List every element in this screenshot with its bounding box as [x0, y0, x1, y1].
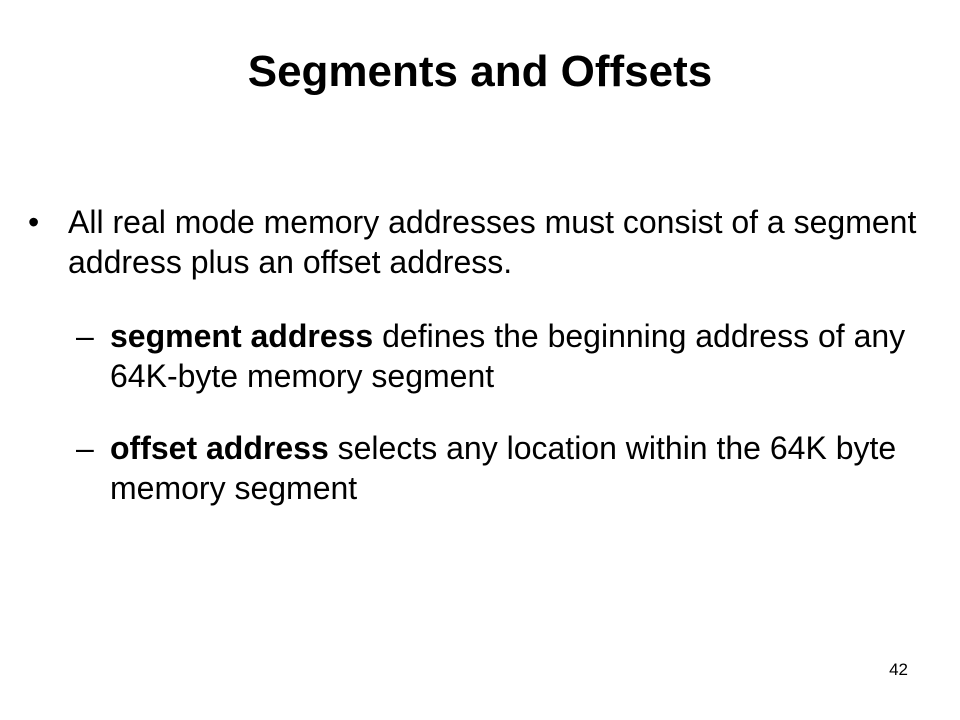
sub-bullet-offset-address: – offset address selects any location wi… [76, 428, 936, 508]
sub-bullet-content: offset address selects any location with… [110, 428, 936, 508]
offset-address-term: offset address [110, 430, 329, 466]
segment-address-term: segment address [110, 318, 374, 354]
main-bullet-text: All real mode memory addresses must cons… [68, 204, 917, 280]
page-number: 42 [889, 660, 908, 679]
sub-bullet-segment-address: – segment address defines the beginning … [76, 316, 936, 396]
bullet-marker: • [28, 204, 40, 240]
offset-address-description: selects any location within the 64K byte… [110, 430, 897, 506]
main-bullet: • All real mode memory addresses must co… [28, 202, 948, 282]
segment-address-description: defines the beginning address of any 64K… [110, 318, 906, 394]
sub-bullet-marker: – [76, 430, 94, 466]
sub-bullet-content: segment address defines the beginning ad… [110, 316, 936, 396]
sub-bullet-marker: – [76, 318, 94, 354]
slide-title: Segments and Offsets [247, 47, 713, 96]
